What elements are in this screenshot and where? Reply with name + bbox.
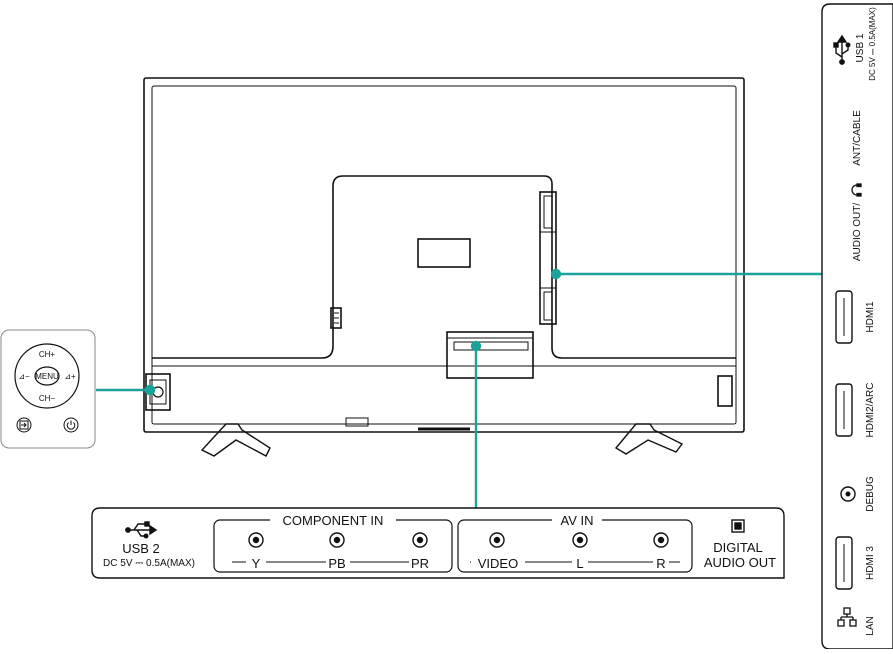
callout-lines	[96, 270, 822, 508]
av-l-label: L	[576, 556, 583, 571]
tv-bottom-port-block	[447, 332, 533, 378]
side-panel-frame	[822, 4, 893, 649]
av-r-label: R	[656, 556, 665, 571]
bottom-panel-frame	[92, 508, 784, 578]
ant-cable-label: ANT/CABLE	[852, 110, 863, 166]
tv-stand-right	[616, 424, 682, 454]
hdmi2-label: HDMI2/ARC	[865, 382, 876, 437]
usb1-label: USB 1	[855, 33, 866, 62]
digital-audio-label-2: AUDIO OUT	[704, 555, 776, 570]
tv-outer-frame	[144, 78, 744, 432]
tv-stand-left	[202, 424, 270, 456]
digital-audio-label-1: DIGITAL	[713, 540, 763, 555]
channel-down-button[interactable]: CH−	[39, 394, 56, 403]
usb1-spec: DC 5V ⎓ 0.5A(MAX)	[868, 7, 877, 81]
bottom-panel: USB 2 DC 5V ⎓ 0.5A(MAX) COMPONENT IN Y P…	[92, 508, 784, 578]
control-panel-frame	[1, 330, 95, 448]
component-y-label: Y	[252, 556, 261, 571]
av-in-title: AV IN	[561, 513, 594, 528]
av-video-label: VIDEO	[478, 556, 518, 571]
hdmi1-label: HDMI1	[865, 301, 876, 333]
audio-out-label: AUDIO OUT/	[852, 203, 863, 262]
lan-label: LAN	[865, 616, 876, 635]
side-panel: USB 1 DC 5V ⎓ 0.5A(MAX) ANT/CABLE AUDIO …	[822, 4, 893, 649]
hdmi3-label: HDMI 3	[865, 546, 876, 580]
tv-rear-view	[144, 78, 744, 456]
component-pb-label: PB	[328, 556, 345, 571]
component-in-title: COMPONENT IN	[283, 513, 384, 528]
tv-label-plate	[418, 239, 470, 267]
debug-label: DEBUG	[865, 476, 876, 512]
control-panel: MENU CH+ CH− ⊿− ⊿+	[1, 330, 95, 448]
component-pr-label: PR	[411, 556, 429, 571]
channel-up-button[interactable]: CH+	[39, 350, 56, 359]
volume-up-button[interactable]: ⊿+	[64, 372, 76, 381]
tv-inner-frame	[152, 86, 736, 424]
tv-right-vent	[718, 376, 732, 406]
menu-button-label: MENU	[35, 372, 59, 381]
usb2-spec: DC 5V ⎓ 0.5A(MAX)	[103, 558, 195, 569]
usb2-label: USB 2	[122, 541, 160, 556]
volume-down-button[interactable]: ⊿−	[18, 372, 30, 381]
tv-side-port-strip	[540, 192, 556, 324]
